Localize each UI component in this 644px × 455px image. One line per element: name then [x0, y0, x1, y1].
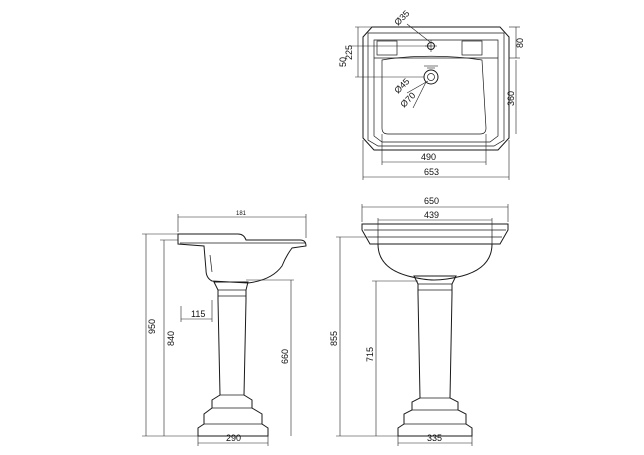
dim-pedestal-height-side: 660 — [280, 349, 290, 364]
front-view — [336, 204, 509, 446]
dim-rim-height-front: 855 — [329, 331, 339, 346]
dimension-labels: Ø35 225 80 50 Ø45 Ø70 360 490 653 181 95… — [147, 8, 525, 443]
dim-foot-width-front: 335 — [427, 433, 442, 443]
dim-inner-width: 439 — [424, 210, 439, 220]
dim-back-ledge: 80 — [515, 38, 525, 48]
dim-waste-offset: 115 — [191, 309, 205, 319]
dim-bowl-depth: 360 — [506, 91, 516, 106]
dim-overall-width-top: 653 — [424, 167, 439, 177]
dim-overall-height: 950 — [147, 319, 157, 334]
dim-top-width: 181 — [236, 211, 247, 217]
dim-rim-height-side: 840 — [166, 331, 176, 346]
dim-rim-depth: 225 — [344, 45, 354, 60]
dim-bowl-offset: 50 — [338, 57, 348, 67]
top-view — [350, 23, 520, 180]
dim-tap-hole: Ø35 — [392, 8, 411, 27]
dim-bowl-width: 490 — [421, 152, 436, 162]
dim-overall-width-front: 650 — [424, 196, 439, 206]
dim-foot-width-side: 290 — [226, 433, 241, 443]
dim-pedestal-height-front: 715 — [365, 347, 375, 362]
side-view — [142, 214, 307, 446]
